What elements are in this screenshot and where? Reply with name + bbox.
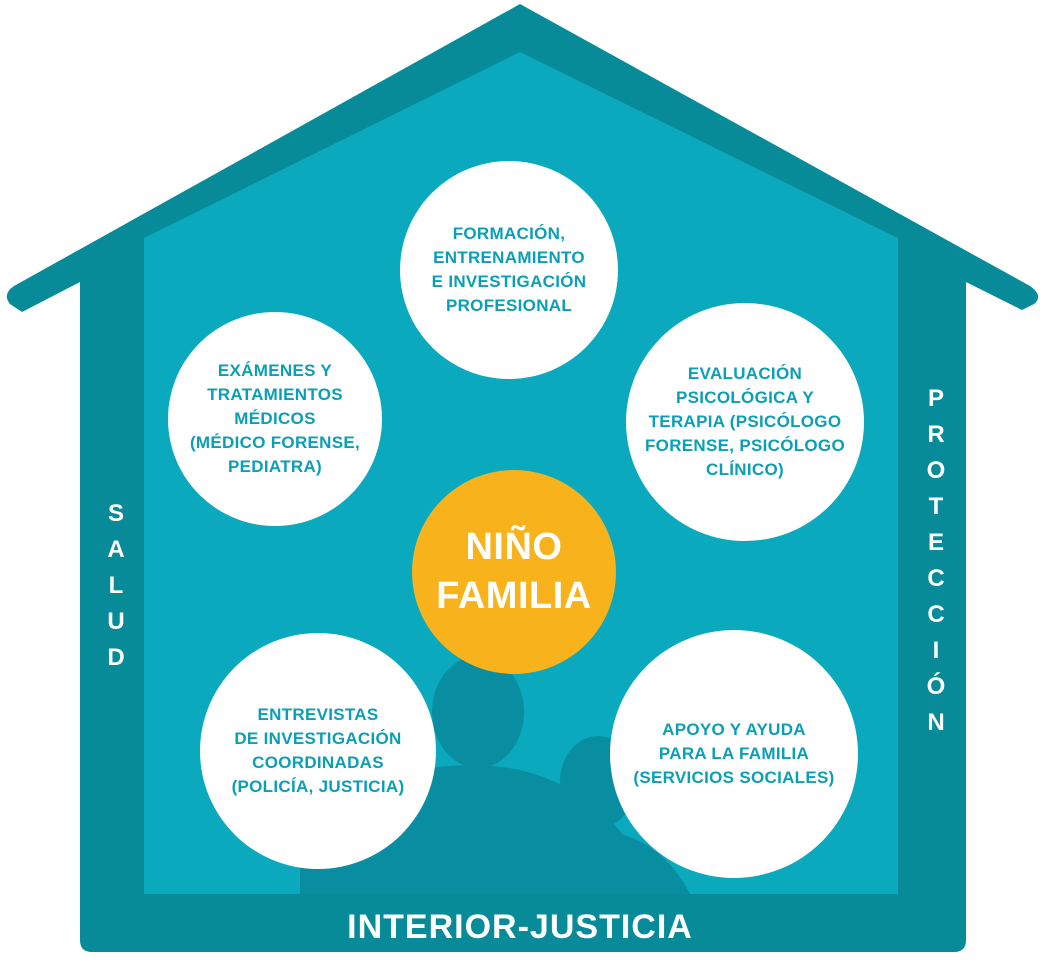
node-psychological-line-3: TERAPIA (PSICÓLOGO: [648, 411, 842, 431]
label-proteccion-letter: O: [926, 457, 946, 484]
center-node-line-2: FAMILIA: [436, 575, 592, 617]
node-interviews-line-1: ENTREVISTAS: [257, 704, 379, 724]
node-interviews-line-4: (POLICÍA, JUSTICIA): [231, 777, 405, 797]
node-training-line-1: FORMACIÓN,: [452, 223, 566, 243]
node-training: FORMACIÓN, ENTRENAMIENTO E INVESTIGACIÓN…: [400, 161, 618, 379]
label-proteccion-letter: C: [927, 601, 945, 628]
node-psychological-line-4: FORENSE, PSICÓLOGO: [645, 436, 845, 456]
node-family-support-line-2: PARA LA FAMILIA: [658, 743, 810, 763]
node-family-support-line-1: APOYO Y AYUDA: [662, 719, 806, 739]
label-proteccion-letter: E: [927, 529, 944, 556]
node-family-support: APOYO Y AYUDA PARA LA FAMILIA (SERVICIOS…: [610, 630, 858, 878]
node-psychological-line-5: CLÍNICO): [706, 460, 784, 480]
node-psychological-line-2: PSICOLÓGICA Y: [675, 387, 815, 407]
node-psychological: EVALUACIÓN PSICOLÓGICA Y TERAPIA (PSICÓL…: [626, 303, 864, 541]
node-medical: EXÁMENES Y TRATAMIENTOS MÉDICOS (MÉDICO …: [168, 312, 382, 526]
label-salud-letter: L: [108, 572, 124, 599]
label-interior-justicia: INTERIOR-JUSTICIA: [347, 908, 693, 946]
node-training-line-2: ENTRENAMIENTO: [433, 247, 585, 267]
node-family-support-line-3: (SERVICIOS SOCIALES): [633, 768, 835, 788]
node-interviews-line-3: COORDINADAS: [252, 753, 384, 772]
label-proteccion-letter: T: [928, 493, 944, 520]
label-salud-letter: U: [107, 608, 125, 635]
node-medical-line-4: (MÉDICO FORENSE,: [189, 433, 361, 453]
label-salud-letter: D: [107, 644, 125, 671]
center-node: NIÑO FAMILIA: [412, 470, 616, 674]
node-medical-line-3: MÉDICOS: [234, 408, 316, 428]
node-medical-line-2: TRATAMIENTOS: [207, 384, 343, 404]
center-node-line-1: NIÑO: [465, 525, 563, 568]
label-proteccion-letter: C: [927, 565, 945, 592]
node-medical-line-1: EXÁMENES Y: [217, 360, 333, 380]
label-salud-letter: A: [107, 536, 125, 563]
label-proteccion-letter: R: [927, 421, 945, 448]
node-interviews: ENTREVISTAS DE INVESTIGACIÓN COORDINADAS…: [200, 633, 436, 869]
node-training-line-4: PROFESIONAL: [445, 296, 573, 316]
label-proteccion-letter: I: [932, 637, 940, 664]
label-salud-letter: S: [107, 500, 124, 527]
node-psychological-line-1: EVALUACIÓN: [687, 363, 803, 383]
node-training-line-3: E INVESTIGACIÓN: [431, 272, 587, 291]
label-proteccion-letter: N: [927, 709, 945, 736]
node-interviews-line-2: DE INVESTIGACIÓN: [234, 728, 402, 748]
node-medical-line-5: PEDIATRA): [228, 457, 322, 477]
label-proteccion-letter: P: [927, 385, 944, 412]
label-proteccion-letter: Ó: [926, 673, 946, 700]
